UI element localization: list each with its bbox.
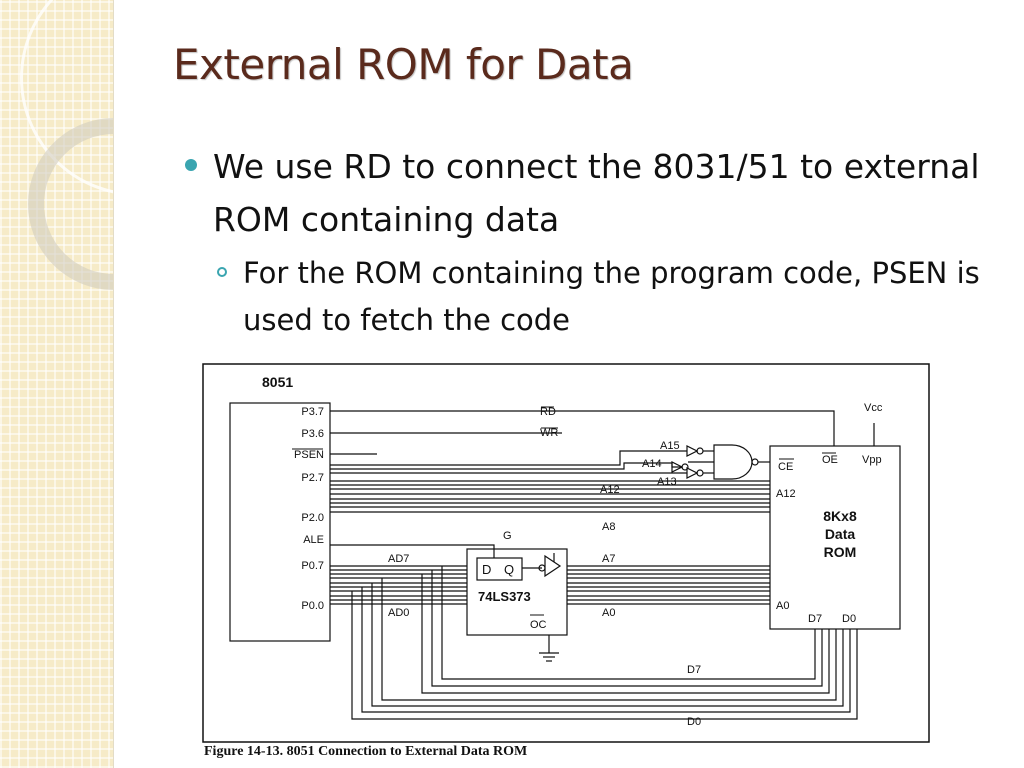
- signal-label: G: [503, 530, 512, 542]
- rom-pin-label: Vpp: [862, 454, 882, 466]
- bullet-item: We use RD to connect the 8031/51 to exte…: [185, 140, 985, 246]
- decorative-side-band: [0, 0, 113, 768]
- signal-label: A13: [657, 476, 677, 488]
- rom-label: 8Kx8: [823, 508, 857, 524]
- latch-q-label: Q: [504, 562, 514, 577]
- signal-label: WR: [540, 427, 558, 439]
- sub-bullet-text: For the ROM containing the program code,…: [243, 256, 980, 337]
- rom-pin-label: D7: [808, 613, 822, 625]
- bullet-dot-icon: [185, 159, 197, 171]
- pin-label: P0.0: [301, 600, 324, 612]
- rom-pin-label: A12: [776, 488, 796, 500]
- signal-label: A7: [602, 553, 615, 565]
- rom-pin-label: D0: [842, 613, 856, 625]
- signal-label: A8: [602, 521, 615, 533]
- latch-label: 74LS373: [478, 589, 531, 604]
- rom-pin-label: OE: [822, 454, 838, 466]
- schematic-figure: 8051 P3.7 P3.6 PSEN P2.7 P2.0 ALE P0.7 P…: [202, 363, 930, 743]
- signal-label: D0: [687, 716, 701, 728]
- pin-label: P2.7: [301, 472, 324, 484]
- bullet-text: We use RD to connect the 8031/51 to exte…: [213, 147, 980, 239]
- latch-d-label: D: [482, 562, 491, 577]
- nand-gate: [713, 444, 753, 480]
- pin-label: P0.7: [301, 560, 324, 572]
- latch-dq-box: [476, 557, 523, 581]
- sub-bullet-item: For the ROM containing the program code,…: [215, 250, 985, 344]
- pin-label: P2.0: [301, 512, 324, 524]
- signal-label: A0: [602, 607, 615, 619]
- rom-pin-label: CE: [778, 461, 793, 473]
- signal-label: AD0: [388, 607, 409, 619]
- pin-label: ALE: [303, 534, 324, 546]
- sub-bullet-ring-icon: [217, 267, 227, 277]
- signal-label: AD7: [388, 553, 409, 565]
- bullet-list: We use RD to connect the 8031/51 to exte…: [185, 140, 985, 344]
- rom-pin-label: A0: [776, 600, 789, 612]
- slide-title: External ROM for Data: [173, 40, 634, 89]
- latch-oc-label: OC: [530, 619, 547, 631]
- figure-frame: [202, 363, 930, 743]
- rom-label: Data: [825, 526, 856, 542]
- figure-caption: Figure 14-13. 8051 Connection to Externa…: [204, 744, 528, 759]
- signal-label: D7: [687, 664, 701, 676]
- pin-label: PSEN: [294, 449, 324, 461]
- signal-label: RD: [540, 406, 556, 418]
- latch-chip: [466, 548, 568, 636]
- rom-label: ROM: [824, 544, 857, 560]
- signal-label: A12: [600, 484, 620, 496]
- pin-label: P3.7: [301, 406, 324, 418]
- mcu-chip: [229, 402, 331, 642]
- mcu-label: 8051: [262, 374, 293, 390]
- rom-chip: [769, 445, 901, 630]
- schematic-diagram: 8051 P3.7 P3.6 PSEN P2.7 P2.0 ALE P0.7 P…: [202, 363, 930, 743]
- signal-label: A14: [642, 458, 662, 470]
- pin-label: P3.6: [301, 428, 324, 440]
- vcc-label: Vcc: [864, 402, 883, 414]
- signal-label: A15: [660, 440, 680, 452]
- band-divider: [113, 0, 114, 768]
